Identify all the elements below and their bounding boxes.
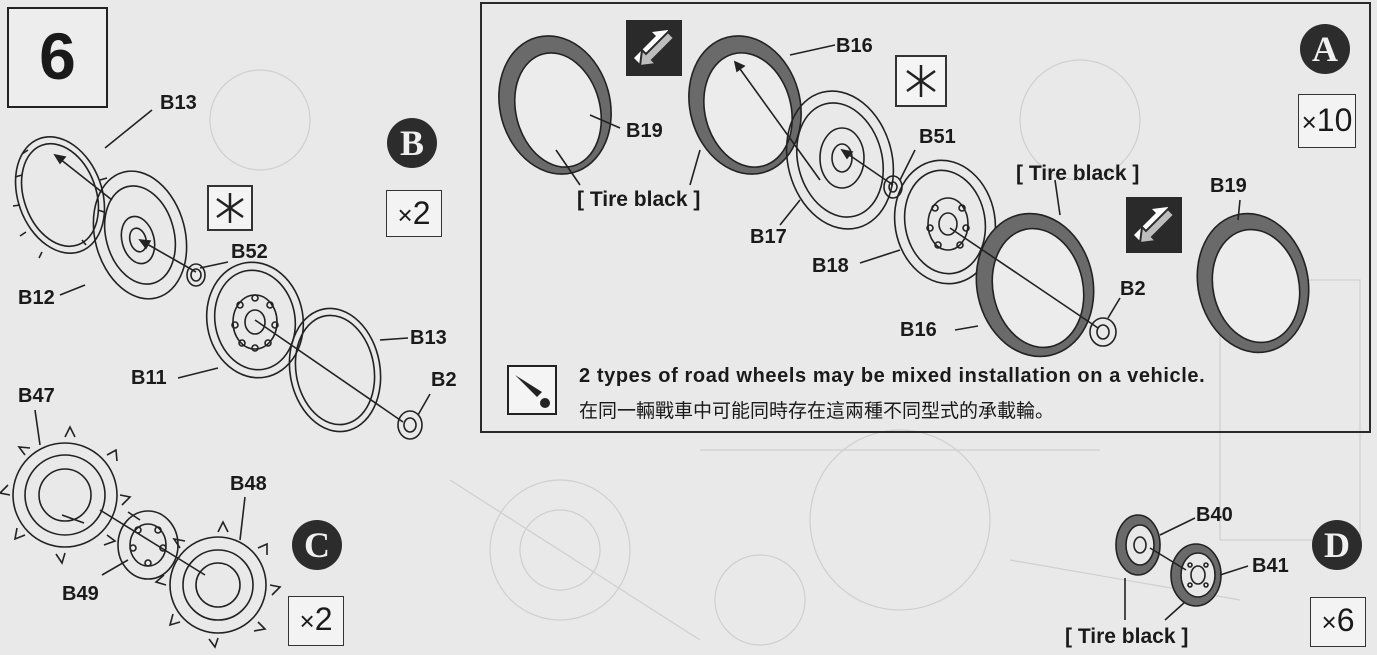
flip-arrow-icon [1126, 197, 1182, 253]
label-b11: B11 [131, 367, 167, 389]
label-b19-right: B19 [1210, 175, 1247, 197]
section-badge-b: B [387, 118, 437, 168]
label-b52: B52 [231, 241, 268, 263]
ring-b13-top [12, 136, 108, 259]
section-badge-d: D [1312, 520, 1362, 570]
label-b16-top: B16 [836, 35, 873, 57]
cap-b2-right [1089, 317, 1117, 347]
quantity-box-d: ×6 [1310, 597, 1366, 647]
section-a-diagram [498, 35, 1310, 358]
section-d-diagram [1115, 514, 1249, 621]
multiply-sign: × [1321, 607, 1337, 637]
hub-b18 [893, 159, 997, 285]
ring-b13-bottom [288, 307, 382, 433]
quantity-c: 2 [314, 601, 333, 637]
section-badge-c: C [292, 520, 342, 570]
cap-b2-left [397, 410, 423, 440]
quantity-b: 2 [412, 195, 431, 231]
label-b18: B18 [812, 255, 849, 277]
tire-b19-left [498, 35, 612, 175]
label-tire-black-left: [ Tire black ] [577, 188, 701, 211]
tire-b16-top [688, 35, 802, 175]
sprocket-b48 [154, 520, 282, 649]
label-b13-top: B13 [160, 92, 197, 114]
label-b2-left: B2 [431, 369, 457, 391]
label-tire-black-mid: [ Tire black ] [1016, 162, 1140, 185]
label-b17: B17 [750, 226, 787, 248]
label-b12: B12 [18, 287, 55, 309]
hub-b49 [117, 510, 179, 580]
step-number: 6 [7, 7, 108, 108]
wheel-b41 [1170, 543, 1222, 607]
multiply-sign: × [397, 200, 413, 230]
section-badge-a: A [1300, 24, 1350, 74]
note-chinese: 在同一輛戰車中可能同時存在這兩種不同型式的承載輪。 [579, 401, 1055, 422]
quantity-d: 6 [1336, 602, 1355, 638]
label-b19-left: B19 [626, 120, 663, 142]
hub-b11 [205, 261, 305, 379]
section-c-diagram [0, 409, 282, 649]
label-tire-black-bottom: [ Tire black ] [1065, 625, 1189, 648]
no-glue-icon [207, 185, 253, 231]
multiply-sign: × [1301, 107, 1317, 137]
quantity-box-b: ×2 [386, 190, 442, 237]
sprocket-b47 [0, 425, 132, 565]
disc-b12 [92, 170, 188, 300]
section-b-diagram [12, 109, 431, 440]
multiply-sign: × [299, 606, 315, 636]
label-b47: B47 [18, 385, 55, 407]
warning-icon [507, 365, 557, 415]
tire-b19-right [1196, 212, 1310, 354]
flip-arrow-icon [626, 20, 682, 76]
quantity-box-c: ×2 [288, 596, 344, 646]
wheel-b17 [785, 90, 895, 230]
label-b2-right: B2 [1120, 278, 1146, 300]
quantity-a: 10 [1316, 102, 1353, 138]
label-b51: B51 [919, 126, 956, 148]
section-a-panel [480, 2, 1371, 433]
tire-b40 [1115, 514, 1161, 576]
label-b13-bottom: B13 [410, 327, 447, 349]
label-b40: B40 [1196, 504, 1233, 526]
label-b48: B48 [230, 473, 267, 495]
note-english: 2 types of road wheels may be mixed inst… [579, 365, 1206, 387]
label-b41: B41 [1252, 555, 1289, 577]
no-glue-icon [895, 55, 947, 107]
label-b49: B49 [62, 583, 99, 605]
quantity-box-a: ×10 [1298, 94, 1356, 148]
label-b16-bottom: B16 [900, 319, 937, 341]
